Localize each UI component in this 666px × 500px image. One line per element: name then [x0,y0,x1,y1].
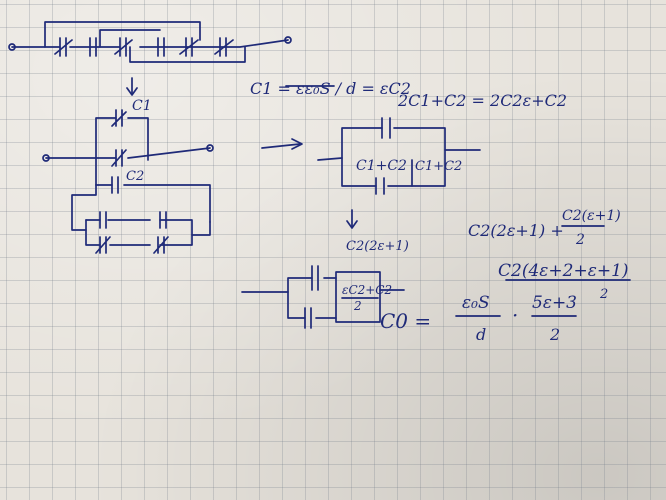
c2-label: C2 [126,169,144,184]
c0-fraction2-top: 5ε+3 [532,293,577,313]
c0-label: C0 = [380,309,431,333]
c0-fraction2-bottom: 2 [549,325,560,344]
fraction-bottom: 2 [353,299,362,313]
c1-label: C1 [132,98,152,114]
right-top-circuit-sketch [261,117,481,229]
sum-equation: 2C1+C2 = 2C2ε+C2 [397,91,567,110]
sum-fraction-bottom: 2 [575,232,585,248]
result-numerator: C2(4ε+2+ε+1) [498,261,629,281]
c2-2e-plus-1-label: C2(2ε+1) [346,239,409,254]
c0-fraction-bottom: d [476,325,486,344]
fraction-lines [285,85,631,317]
result-denominator: 2 [599,287,608,302]
right-bottom-circuit-sketch [241,265,405,329]
sum-fraction-top: C2(ε+1) [562,208,621,224]
c1-equation: C1 = εε₀S / d = εC2 [250,79,411,98]
sum-left: C2(2ε+1) + [468,221,564,240]
multiply-dot: · [512,303,518,327]
fraction-top: εC2+C2 [342,283,392,297]
box-c1-c2-a: C1+C2 [356,158,407,174]
top-circuit-sketch [8,21,292,63]
c0-fraction-top: ε₀S [462,293,490,313]
left-circuit-sketch [42,77,214,254]
box-c1-c2-b: C1+C2 [415,159,462,174]
